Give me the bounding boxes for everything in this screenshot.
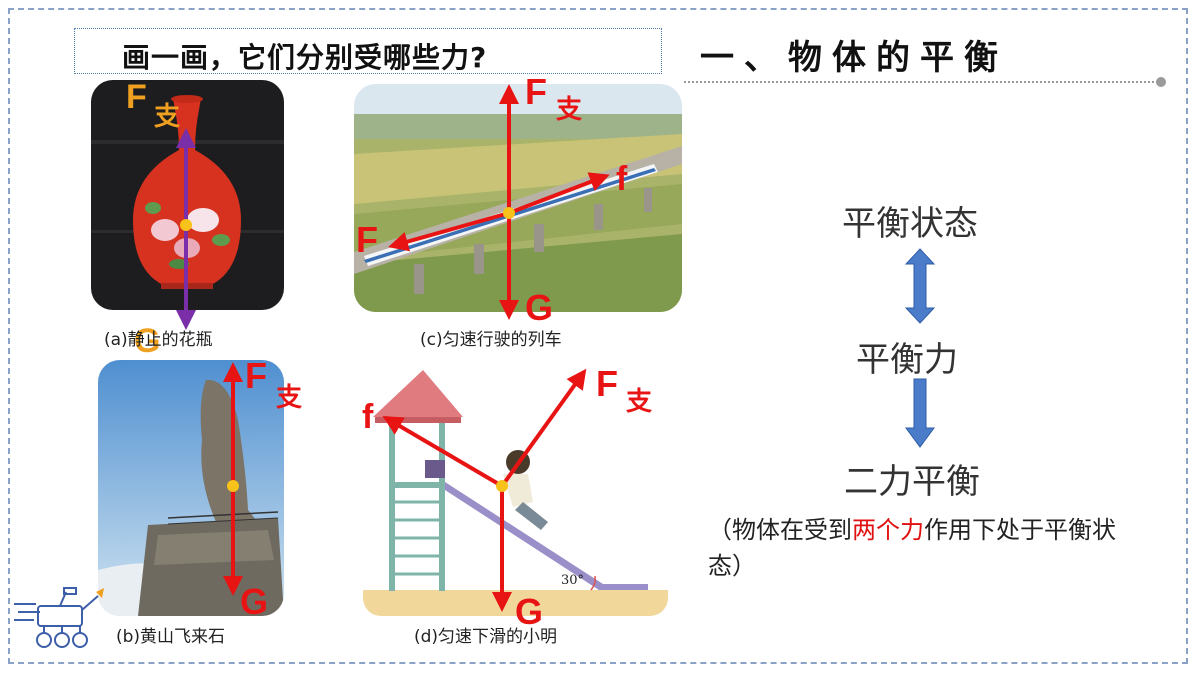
- caption-rock: (b)黄山飞来石: [116, 627, 226, 647]
- question-text: 画一画，它们分别受哪些力?: [122, 41, 488, 74]
- slide-illustration: 30°: [363, 362, 668, 616]
- vase-photo: [91, 80, 284, 310]
- caption-train: (c)匀速行驶的列车: [420, 330, 562, 350]
- note-highlight: 两个力: [852, 516, 924, 544]
- title-divider-dot: [1156, 77, 1166, 87]
- title-divider: [684, 81, 1158, 83]
- caption-slide: (d)匀速下滑的小明: [414, 627, 558, 647]
- question-box: [74, 28, 662, 74]
- down-arrow-icon: [905, 378, 935, 448]
- concept-two-force-balance: 二力平衡: [844, 462, 980, 502]
- note-close: 作用下处于平衡状态）: [708, 516, 1116, 580]
- caption-vase: (a)静止的花瓶: [104, 330, 213, 350]
- double-arrow-icon: [904, 248, 936, 324]
- slide-frame: [8, 8, 1188, 664]
- note-open: （物体在受到: [708, 516, 852, 544]
- concept-equilibrium-state: 平衡状态: [842, 204, 978, 244]
- rover-icon: [14, 587, 104, 648]
- section-title: 一、物体的平衡: [700, 38, 1008, 78]
- definition-note: （物体在受到两个力作用下处于平衡状态）: [708, 512, 1128, 584]
- concept-balanced-forces: 平衡力: [856, 340, 958, 380]
- train-photo: [354, 84, 682, 312]
- angle-label: 30°: [561, 573, 584, 588]
- rock-photo: [98, 360, 284, 616]
